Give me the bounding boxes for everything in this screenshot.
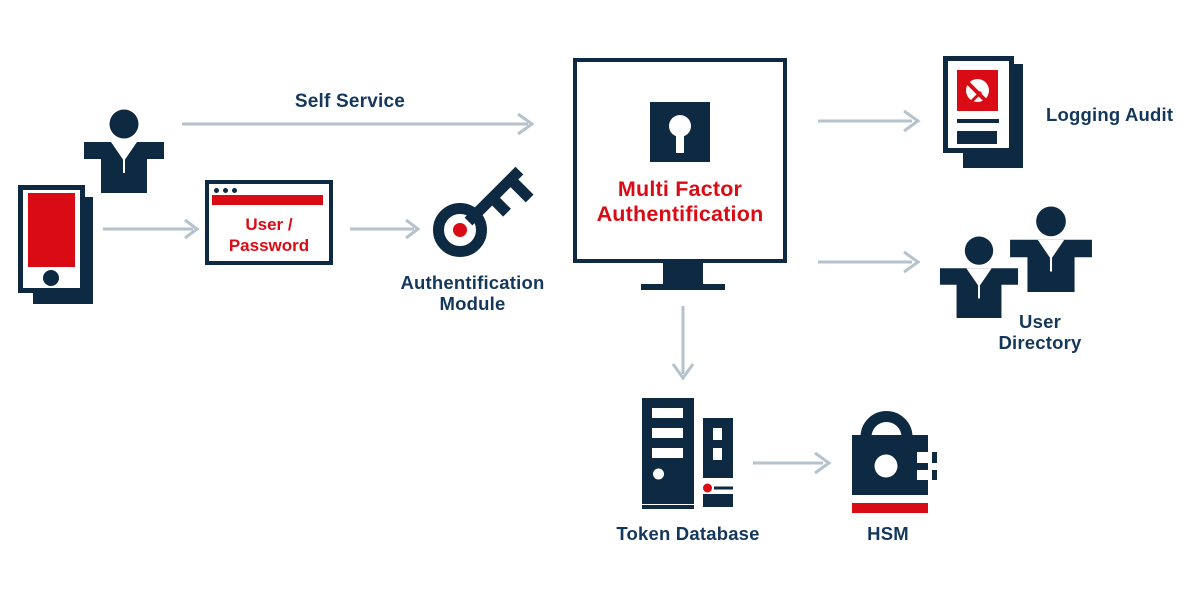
users-icon [1010,206,1092,292]
browser-dot [214,188,219,193]
login-label-line2: Password [228,236,310,255]
padlock-red-bar [852,503,928,513]
arrow-to-logging-audit [818,109,921,133]
arrow-to-hsm [753,451,832,475]
key-red-dot [453,223,467,237]
monitor-base [641,284,725,290]
monitor-keyhole-icon [573,58,787,263]
arrow-to-user-directory [818,250,921,274]
login-label: User / Password [209,214,329,256]
smartphone-icon [18,185,93,304]
user-icon [84,109,164,193]
users-icon [939,236,1019,318]
arrow-phone-to-login [103,218,200,240]
keyhole-icon [650,102,710,162]
arrow-login-to-key [350,218,421,240]
user-head [109,109,139,139]
auth-module-label: Authentification Module [400,272,545,314]
white-dash [139,207,169,216]
smartphone-screen [28,193,75,267]
logging-audit-label: Logging Audit [1046,104,1174,125]
key-icon [433,166,534,257]
arrow-to-token-database [671,306,695,381]
padlock-icon [852,411,937,513]
hsm-label: HSM [867,523,909,544]
browser-title-bar [212,195,323,205]
smartphone-home-button [43,270,59,286]
mfa-title: Multi Factor Authentification [596,177,764,226]
browser-dot [223,188,228,193]
report-document-icon [943,56,1023,168]
monitor-stand [663,259,703,286]
browser-dot [232,188,237,193]
arrow-self-service [182,112,535,136]
server-red-led [703,483,712,493]
token-database-label: Token Database [616,523,760,544]
login-label-line1: User / [245,215,293,234]
self-service-label: Self Service [294,91,406,112]
browser-login-icon: User / Password [205,180,333,265]
user-directory-label: User Directory [998,311,1082,353]
server-icon [642,398,733,509]
